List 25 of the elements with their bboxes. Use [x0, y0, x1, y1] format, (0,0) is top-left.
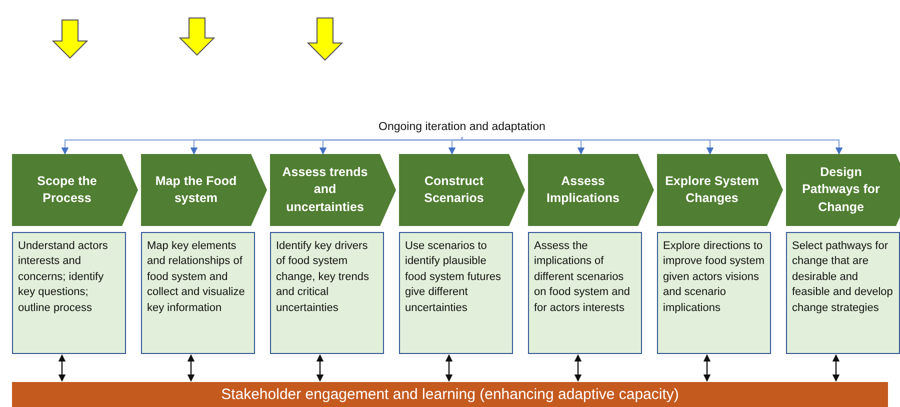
annotation-text: Ongoing iteration and adaptation [330, 121, 594, 137]
connector-arrow [448, 137, 463, 155]
double-arrow [445, 354, 453, 382]
chevron-step: Assess trends and uncertainties [270, 154, 396, 226]
description-box: Understand actors interests and concerns; identify key questions; outline process [12, 232, 126, 354]
description-box: Assess the implications of different scenarios on food system and for actors interests [528, 232, 642, 354]
double-arrow [832, 354, 840, 382]
double-arrow [187, 354, 195, 382]
description-box: Explore directions to improve food system given actors visions and scenario implications [657, 232, 771, 354]
double-arrow [316, 354, 324, 382]
description-box: Use scenarios to identify plausible food system futures give different uncertainties [399, 232, 513, 354]
stakeholder-band: Stakeholder engagement and learning (enhancing adaptive capacity) [12, 382, 888, 407]
connector-arrow [461, 136, 843, 155]
double-arrow [58, 354, 66, 382]
description-box: Identify key drivers of food system change, key trends and critical uncertainties [270, 232, 384, 354]
description-box: Select pathways for change that are desirable and feasible and develop change strategies [786, 232, 900, 354]
chevron-step: Explore System Changes [657, 154, 783, 226]
chevron-step: Assess Implications [528, 154, 654, 226]
description-box: Map key elements and relationships of food system and collect and visualize key information [141, 232, 255, 354]
chevron-step: Scope the Process [12, 154, 138, 226]
chevron-step: Construct Scenarios [399, 154, 525, 226]
chevron-step: Design Pathways for Change [786, 154, 900, 226]
double-arrow [703, 354, 711, 382]
double-arrow [574, 354, 582, 382]
chevron-step: Map the Food system [141, 154, 267, 226]
